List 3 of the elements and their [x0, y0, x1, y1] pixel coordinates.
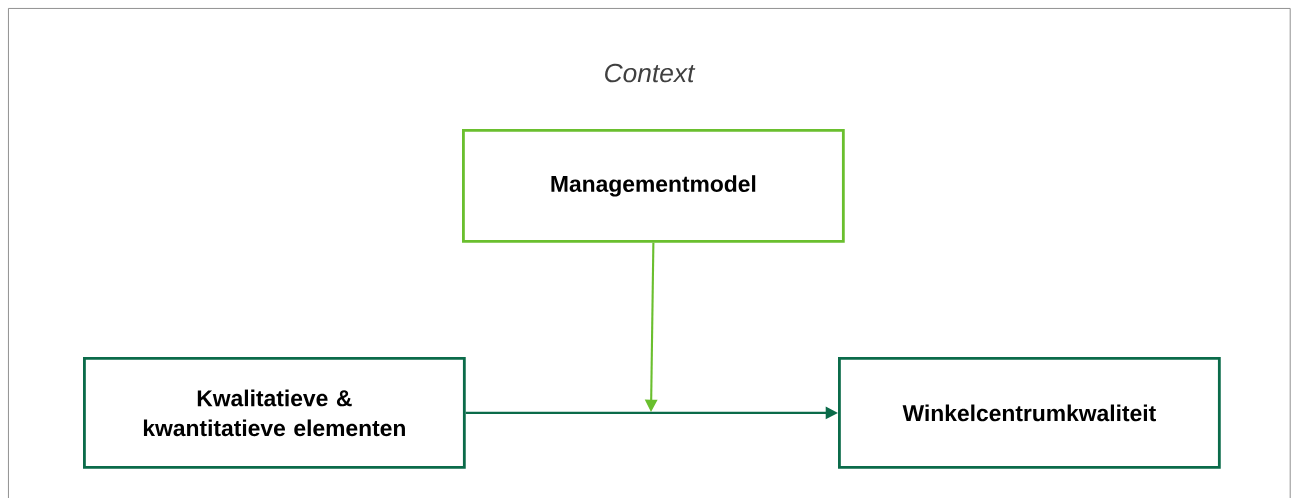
- process-box: Managementmodel: [462, 129, 845, 243]
- process-box: Winkelcentrumkwaliteit: [838, 357, 1221, 469]
- process-box: Kwalitatieve & kwantitatieve elementen: [83, 357, 466, 469]
